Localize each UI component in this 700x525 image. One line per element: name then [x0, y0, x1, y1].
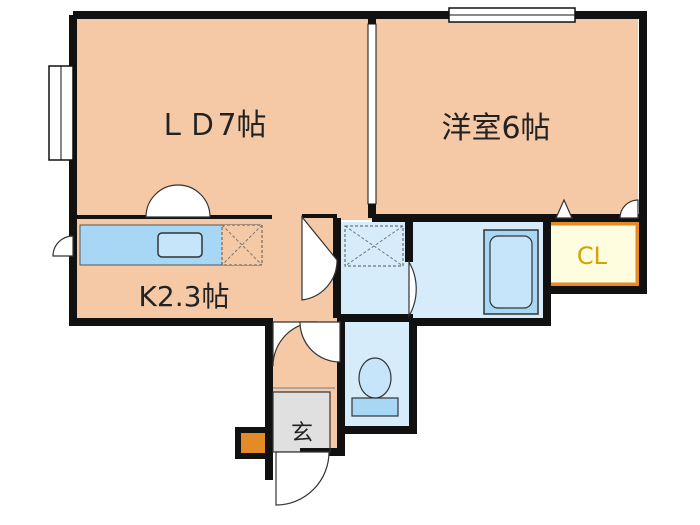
- room-label-western: 洋室6帖: [441, 111, 550, 146]
- kitchen-counter: [79, 224, 263, 266]
- door-kitchen: [301, 215, 338, 301]
- washer-cross-b: [344, 225, 404, 267]
- stove-cross-a: [221, 224, 263, 266]
- toilet-bowl: [358, 357, 392, 399]
- western-room-floor: [372, 18, 638, 218]
- outer-wall-left: [69, 15, 273, 480]
- doors: [52, 184, 639, 506]
- room-label-closet: CL: [577, 242, 608, 270]
- room-label-entrance: 玄: [291, 421, 313, 446]
- stove-area: [221, 224, 263, 266]
- toilet: [351, 357, 399, 417]
- door-entrance: [275, 451, 330, 506]
- room-label-ld: ＬＤ7帖: [157, 108, 266, 143]
- door-toilet: [299, 321, 341, 363]
- door-closet: [619, 199, 639, 219]
- bathtub-inner: [489, 235, 533, 309]
- sink: [157, 232, 203, 258]
- windows: [48, 7, 576, 205]
- walls: [69, 11, 647, 480]
- entrance-floor: [273, 392, 330, 452]
- stove-cross-b: [221, 224, 263, 266]
- ld-floor: [77, 18, 372, 220]
- door-washroom: [408, 259, 417, 319]
- toilet-tank: [351, 397, 399, 417]
- shoe-box: [235, 427, 271, 459]
- door-ld: [145, 184, 211, 218]
- window-partition: [367, 23, 377, 205]
- door-closet-b: [555, 198, 573, 219]
- door-kitchen-side: [52, 235, 74, 257]
- room-label-kitchen: K2.3帖: [139, 280, 230, 313]
- washroom-fixtures: [344, 225, 539, 315]
